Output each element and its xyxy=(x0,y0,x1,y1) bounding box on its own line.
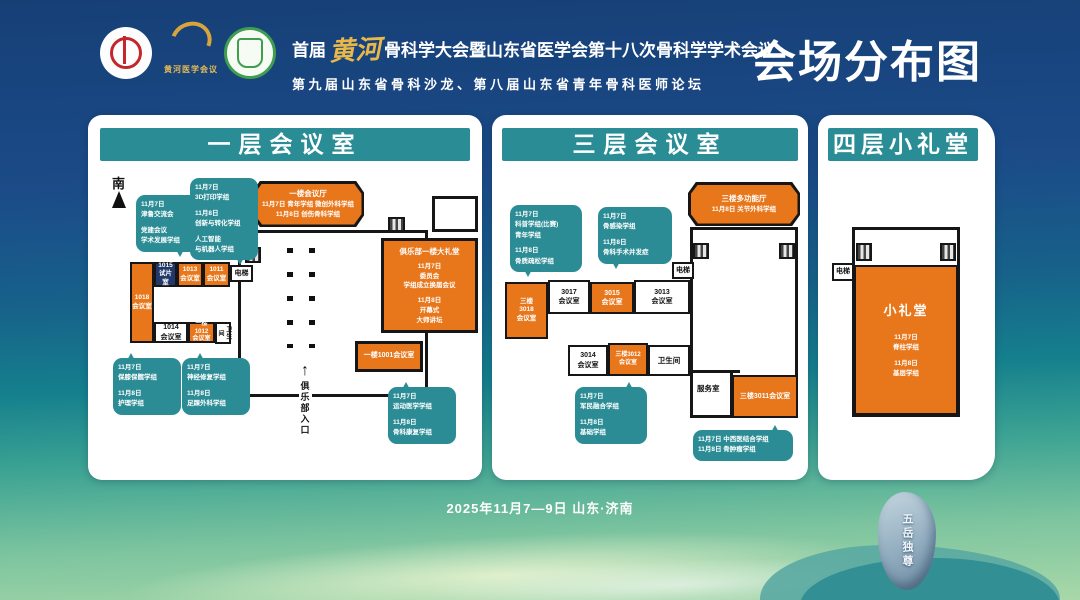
shandong-medical-association-logo-icon xyxy=(100,27,152,79)
page-title: 会场分布图 xyxy=(752,38,982,87)
floor1-room-1012: 一楼1012 会议室 xyxy=(188,321,215,343)
floor4-elevator: 电梯 xyxy=(832,263,854,281)
floor1-elevator: 电梯 xyxy=(230,265,253,282)
floor1-bubble-sports: 11月7日 运动医学学组 11月8日 骨科康复学组 xyxy=(388,382,456,444)
floor3-bubble-infection: 11月7日 骨感染学组 11月8日 骨科手术并发症 xyxy=(598,207,672,269)
huanghe-medical-conference-logo-icon: 黄河医学会议 xyxy=(160,14,222,84)
floor3-service-room: 服务室 xyxy=(697,384,720,393)
floor3-bubble-kepu: 11月7日 科普学组(比赛) 青年学组 11月8日 骨质疏松学组 xyxy=(510,205,582,277)
conference-title-line1: 首届 黄河 骨科学大会暨山东省医学会第十八次骨科学学术会议 xyxy=(292,30,775,68)
floor1-room-1014: 1014 会议室 xyxy=(154,322,188,343)
floor3-room-3018: 三楼 3018 会议室 xyxy=(505,282,548,339)
floor1-stairs-top xyxy=(388,217,405,232)
wuyue-stone: 五岳独尊 xyxy=(878,492,936,590)
floor3-elevator: 电梯 xyxy=(672,262,694,279)
floor3-multi-hall: 三楼多功能厅 11月8日 关节外科学组 xyxy=(688,182,800,226)
conference-title-block: 首届 黄河 骨科学大会暨山东省医学会第十八次骨科学学术会议 第九届山东省骨科沙龙… xyxy=(292,30,775,93)
floor1-title: 一层会议室 xyxy=(100,128,470,161)
floor4-stairs-right xyxy=(940,243,956,261)
floor1-club-entrance: ↑ 俱乐部入口 xyxy=(298,362,312,436)
floor3-room-3013: 3013 会议室 xyxy=(634,280,690,314)
floor1-lobby-hall: 一楼会议厅 11月7日 青年学组 微创外科学组 11月8日 创伤骨科学组 xyxy=(252,181,364,227)
conference-title-line2: 第九届山东省骨科沙龙、第八届山东省青年骨科医师论坛 xyxy=(292,77,705,92)
floor1-restroom: 卫生间 xyxy=(215,322,231,344)
title-prefix: 首届 xyxy=(292,41,326,60)
panel-floor3: 三层会议室 11月7日 科普学组(比赛) 青年学组 11月8日 骨质疏松学组 1… xyxy=(492,115,808,480)
hospital-emblem-logo-icon xyxy=(224,27,276,79)
floor4-hall: 小礼堂 11月7日 脊柱学组 11月8日 基层学组 xyxy=(854,265,958,415)
floor1-seat-dots-right xyxy=(309,248,315,348)
floor1-bubble-jinlu: 11月7日 津鲁交流会 党建会议 学术发展学组 xyxy=(136,195,198,257)
floor3-room-3017: 3017 会议室 xyxy=(548,280,590,314)
floor3-bubble-junmin: 11月7日 军民融合学组 11月8日 基础学组 xyxy=(575,382,647,444)
floor3-title: 三层会议室 xyxy=(502,128,798,161)
entrance-arrow-icon: ↑ xyxy=(301,362,309,379)
floor1-grand-hall: 俱乐部一楼大礼堂 11月7日 委员会 学组成立换届会议 11月8日 开幕式 大师… xyxy=(381,238,478,333)
floor3-room-3012: 三楼3012 会议室 xyxy=(608,343,648,376)
event-date-location: 2025年11月7—9日 山东·济南 xyxy=(446,501,634,516)
title-brand-calligraphy: 黄河 xyxy=(328,34,382,68)
floor1-room-1018: 1018 会议室 xyxy=(130,262,154,343)
huanghe-logo-caption: 黄河医学会议 xyxy=(164,65,218,74)
title-suffix: 骨科学大会暨山东省医学会第十八次骨科学学术会议 xyxy=(384,41,776,60)
compass-arrow-icon xyxy=(112,191,126,208)
floor3-stairs-right xyxy=(779,243,795,259)
floor3-stairs-left xyxy=(693,243,709,259)
panel-floor4: 四层小礼堂 电梯 小礼堂 11月7日 脊柱学组 11月8日 基层学组 xyxy=(818,115,995,480)
floor1-bubble-knee: 11月7日 保膝保髋学组 11月8日 护理学组 xyxy=(113,353,181,415)
floor1-room-1013: 1013 会议室 xyxy=(177,262,203,287)
floor3-restroom: 卫生间 xyxy=(648,345,690,376)
stone-inscription: 五岳独尊 xyxy=(901,513,913,569)
floor1-room-1015: 1015 试片室 xyxy=(154,262,177,287)
floor3-inner-wall-h xyxy=(690,370,740,373)
floor1-small-room-outline xyxy=(432,196,478,232)
floor3-inner-wall-v xyxy=(730,370,733,418)
floor1-bubble-3dprint: 11月7日 3D打印学组 11月8日 创新与转化学组 人工智能 与机器人学组 xyxy=(190,178,258,266)
floor3-bubble-zhongxiyi: 11月7日 中西医结合学组 11月8日 骨肿瘤学组 xyxy=(693,425,793,461)
floor1-seat-dots-left xyxy=(287,248,293,348)
floor4-stairs-left xyxy=(856,243,872,261)
floor4-title: 四层小礼堂 xyxy=(828,128,978,161)
floor3-room-3011: 三楼3011会议室 xyxy=(732,375,798,418)
floor1-room-1011: 1011 会议室 xyxy=(203,262,230,287)
floor3-room-3014: 3014 会议室 xyxy=(568,345,608,376)
panel-floor1: 一层会议室 南 11月7日 津鲁交流会 党建会议 学术发展学组 11月7日 3D… xyxy=(88,115,482,480)
floor1-bubble-nerve: 11月7日 神经修复学组 11月8日 足踝外科学组 xyxy=(182,353,250,415)
floor3-room-3015: 3015 会议室 xyxy=(590,282,634,314)
compass-south-label: 南 xyxy=(112,176,126,191)
floor1-room-1001: 一楼1001会议室 xyxy=(355,341,423,372)
